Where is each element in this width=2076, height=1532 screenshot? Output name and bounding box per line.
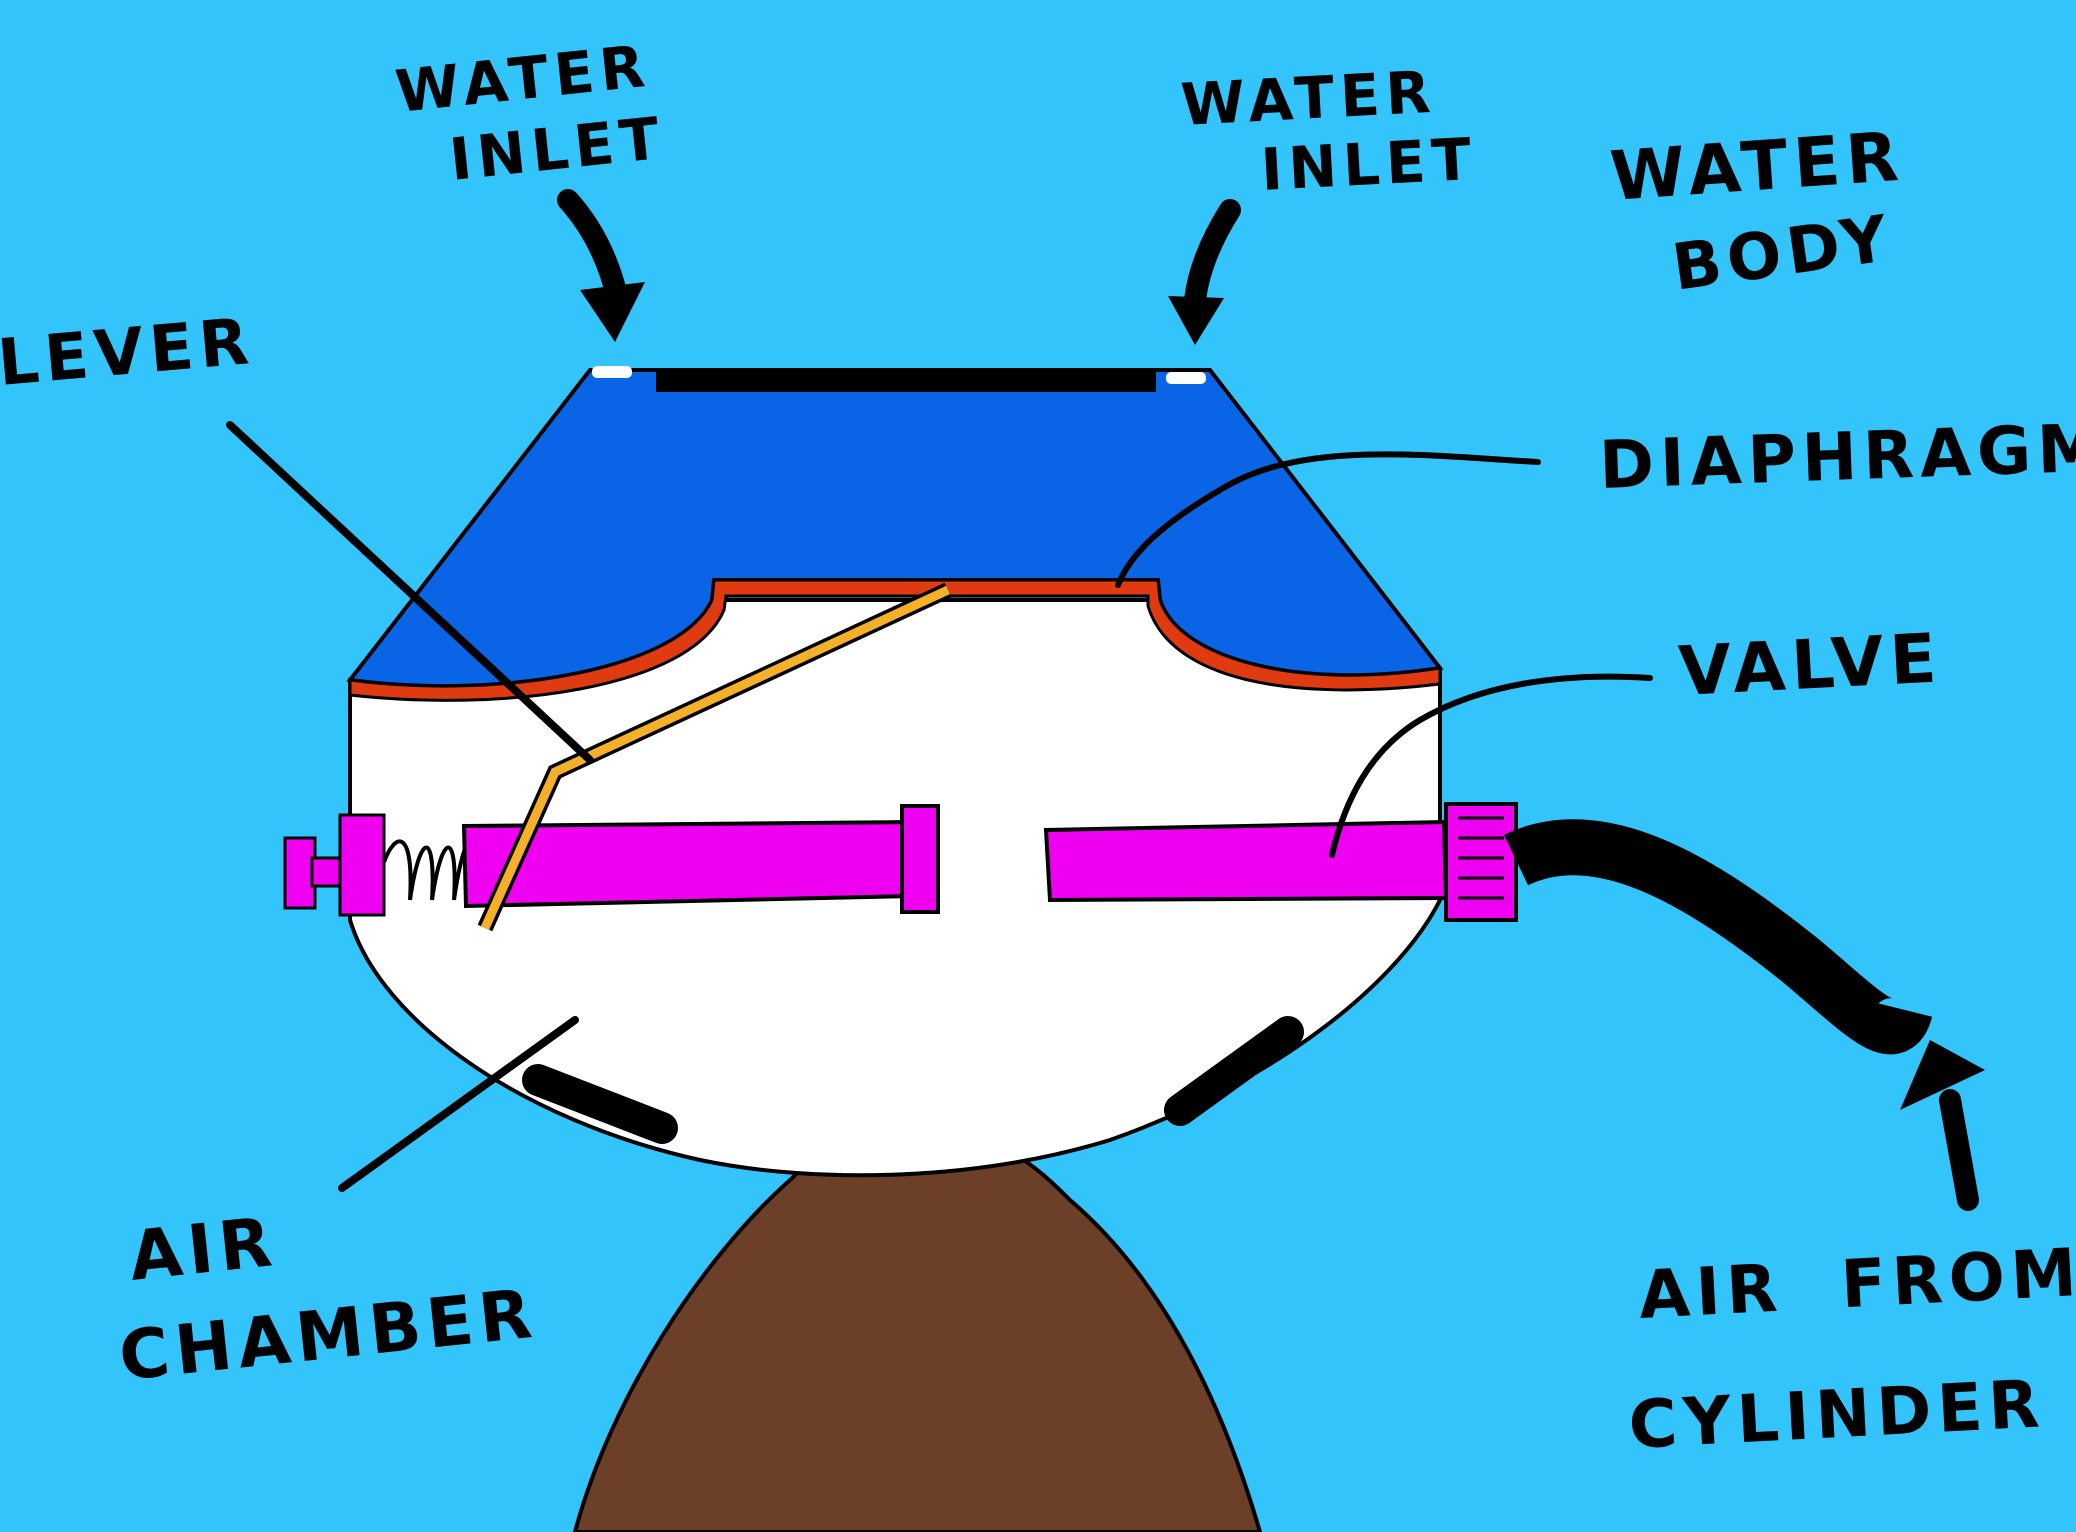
label-air-chamber-line1: AIR [126,1203,282,1297]
air-from-cylinder-arrow [1900,1040,1985,1211]
label-water-body-line2: BODY [1668,202,1898,306]
air-hose [1503,819,1933,1054]
water-inlet-opening-left [592,366,632,378]
valve-piston-head [900,804,940,914]
valve-body [1043,819,1449,903]
lever-fill [480,585,950,930]
valve-leader-line [1329,673,1653,858]
label-diaphragm: DIAPHRAGM [1598,409,2076,504]
water-inlet-opening-right [1166,372,1206,384]
diaphragm [348,578,1442,702]
mooring-clip-right [1164,1016,1304,1126]
valve-coupling [1444,802,1518,922]
label-air-from-cylinder-line1: AIR FROM [1637,1234,2076,1334]
diaphragm-leader-line [1115,451,1541,588]
valve-coupling-threads [1458,816,1504,900]
water-inlet-slot [656,370,1156,392]
water-inlet-right-arrow [1168,199,1241,345]
air-chamber-leader-line [338,1016,579,1192]
label-water-body-line1: WATER [1608,118,1907,217]
label-water-inlet-right-line2: INLET [1259,125,1479,204]
ground-mound [572,1132,1263,1532]
label-air-chamber-line2: CHAMBER [116,1274,542,1396]
valve-end-cap [338,813,386,917]
label-air-from-cylinder-line2: CYLINDER [1627,1365,2047,1464]
label-lever: LEVER [0,305,257,401]
lever-leader-line [226,421,594,764]
water-inlet-left-arrow [557,189,645,342]
mooring-clip-left [522,1064,678,1144]
valve-spring [382,839,472,901]
label-valve: VALVE [1677,619,1944,712]
label-water-inlet-right-line1: WATER [1179,58,1438,139]
